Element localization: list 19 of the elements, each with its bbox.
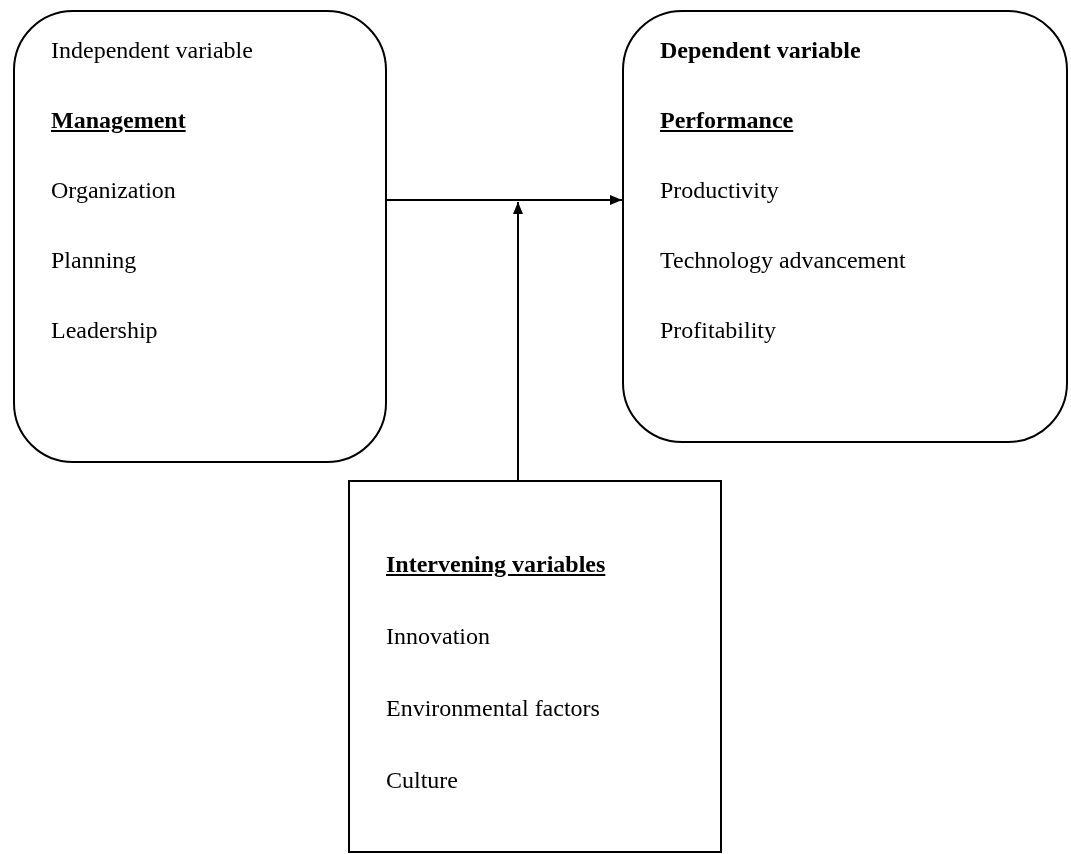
arrow bbox=[513, 201, 523, 481]
variable-item: Planning bbox=[51, 246, 137, 274]
arrow bbox=[386, 195, 623, 205]
variable-item: Environmental factors bbox=[386, 694, 600, 722]
variable-heading: Dependent variable bbox=[660, 36, 861, 64]
variable-item: Productivity bbox=[660, 176, 779, 204]
variable-item: Technology advancement bbox=[660, 246, 906, 274]
variable-item: Independent variable bbox=[51, 36, 253, 64]
variable-heading: Management bbox=[51, 106, 186, 134]
variable-item: Culture bbox=[386, 766, 458, 794]
variable-item: Organization bbox=[51, 176, 176, 204]
rounded-box bbox=[13, 10, 387, 463]
variable-heading: Intervening variables bbox=[386, 550, 606, 578]
variable-heading: Performance bbox=[660, 106, 794, 134]
variable-item: Innovation bbox=[386, 622, 490, 650]
variable-item: Leadership bbox=[51, 316, 158, 344]
rounded-box bbox=[622, 10, 1068, 443]
variable-item: Profitability bbox=[660, 316, 776, 344]
process-box bbox=[348, 480, 722, 853]
